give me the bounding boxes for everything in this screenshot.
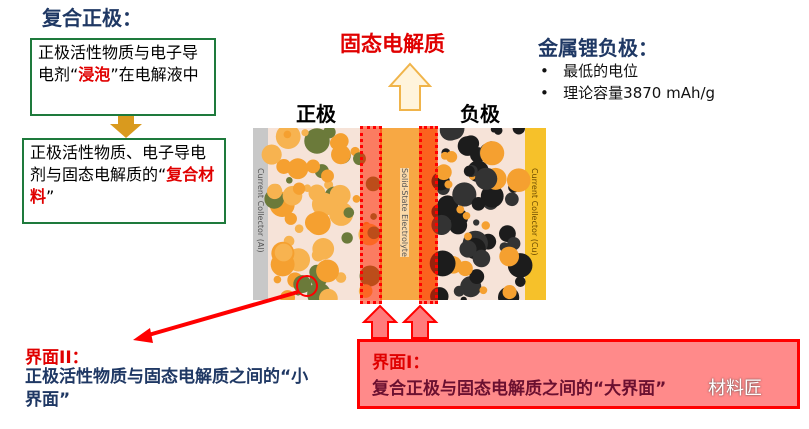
- interface2-text: 正极活性物质与固态电解质之间的“小界面”: [25, 367, 309, 410]
- particle: [301, 129, 309, 137]
- particle: [502, 285, 517, 300]
- particle: [321, 169, 334, 183]
- particle: [440, 151, 449, 160]
- particle: [515, 276, 526, 287]
- particle: [311, 192, 336, 217]
- box2-text-end: ”: [46, 187, 55, 206]
- al-label: Current Collector (Al): [256, 168, 265, 253]
- sse-label: Solid-State Electrolyte: [400, 168, 409, 257]
- particle: [316, 259, 339, 283]
- particle: [462, 211, 471, 220]
- particle: [512, 128, 525, 135]
- particle: [475, 167, 498, 190]
- particle: [275, 128, 301, 150]
- anode-label: 负极: [460, 102, 500, 126]
- particle: [472, 249, 491, 268]
- up-arrow-left-icon: [361, 304, 399, 339]
- lithium-anode-title: 金属锂负极：: [538, 36, 658, 60]
- particle: [456, 205, 465, 214]
- interface1-text: 复合正极与固态电解质之间的“大界面”: [372, 379, 667, 399]
- up-arrow-right-icon: [401, 304, 439, 339]
- down-arrow-icon: [110, 116, 142, 138]
- box2-highlight: 复合材料: [30, 165, 215, 206]
- particle: [471, 197, 486, 211]
- box1-highlight: 浸泡: [78, 65, 111, 84]
- particle: [448, 216, 468, 235]
- particle: [319, 288, 338, 300]
- interface-right-box: [419, 126, 438, 304]
- interface-left-box: [360, 126, 382, 304]
- particle: [352, 195, 361, 203]
- cathode-soak-box: 正极活性物质与电子导电剂“浸泡”在电解液中: [30, 38, 216, 116]
- box1-text-end: ”在电解液中: [110, 65, 199, 84]
- particle: [457, 136, 478, 156]
- interface1-title: 界面I：: [372, 353, 430, 373]
- particle: [506, 168, 531, 193]
- box2-text: 正极活性物质、电子导电剂与固态电解质的“: [30, 143, 207, 184]
- particle: [261, 144, 282, 165]
- particle: [335, 272, 347, 283]
- arrowhead-icon: [133, 328, 153, 343]
- sse-title: 固态电解质: [340, 32, 445, 56]
- particle: [493, 128, 503, 135]
- particle: [283, 130, 292, 139]
- particle: [287, 158, 309, 180]
- particle: [306, 211, 331, 236]
- particle: [439, 128, 461, 141]
- particle: [280, 290, 296, 300]
- watermark: 材料匠: [708, 378, 762, 399]
- cathode-composite-box: 正极活性物质、电子导电剂与固态电解质的“复合材料”: [22, 138, 226, 224]
- particle: [463, 165, 475, 177]
- particles: [261, 128, 533, 300]
- particle: [274, 243, 293, 262]
- cu-label: Current Collector (Cu): [530, 168, 539, 256]
- particle: [331, 144, 351, 165]
- particle: [435, 164, 452, 181]
- cu-collector: [525, 128, 546, 300]
- cathode-label: 正极: [296, 102, 336, 126]
- interface2-title: 界面II：: [25, 348, 89, 368]
- particle: [341, 232, 353, 244]
- lithium-bullets: • 最低的电位 • 理论容量3870 mAh/g: [540, 60, 715, 104]
- particle: [459, 240, 477, 258]
- al-collector: [253, 128, 268, 300]
- small-interface-circle: [296, 275, 318, 297]
- particle: [437, 195, 459, 217]
- bullet-item: • 理论容量3870 mAh/g: [540, 84, 716, 102]
- particle: [479, 286, 488, 295]
- particle: [304, 128, 330, 154]
- particle: [453, 285, 465, 297]
- particle: [499, 246, 520, 267]
- particle: [273, 275, 282, 284]
- particle: [266, 183, 283, 200]
- particle: [480, 141, 505, 166]
- particle: [306, 159, 321, 174]
- particle: [452, 182, 477, 207]
- interface1-box: 界面I： 复合正极与固态电解质之间的“大界面” 材料匠: [357, 339, 800, 409]
- composite-cathode-title: 复合正极：: [42, 6, 142, 30]
- particle: [292, 182, 306, 195]
- particle: [286, 176, 293, 184]
- particle: [444, 180, 453, 189]
- particle: [505, 192, 519, 207]
- particle: [473, 219, 480, 226]
- particle: [464, 232, 472, 241]
- particle: [324, 180, 334, 190]
- particle: [445, 151, 458, 163]
- up-arrow-icon: [388, 62, 432, 111]
- particle: [481, 221, 490, 230]
- particle: [469, 269, 485, 285]
- particle: [460, 296, 467, 300]
- particle: [294, 224, 304, 234]
- particle: [284, 212, 297, 225]
- particle: [312, 238, 335, 260]
- battery-diagram: Current Collector (Al) Solid-State Elect…: [253, 126, 546, 304]
- bullet-item: • 最低的电位: [540, 62, 639, 80]
- particle: [343, 207, 355, 218]
- particle: [480, 184, 504, 208]
- box1-text: 正极活性物质与电子导电剂“: [38, 43, 199, 84]
